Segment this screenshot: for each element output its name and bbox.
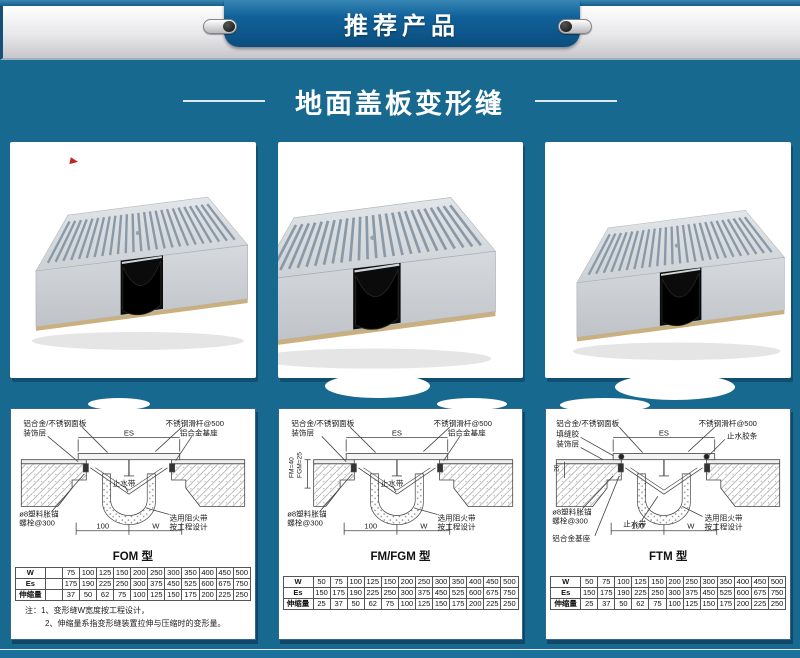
scan-artifact [560,398,650,412]
label-panel: 铝合金/不锈钢面板 [23,418,86,428]
label-fire: 按工程设计 [437,522,475,532]
label-fire: 按工程设计 [705,522,743,532]
label-base: 铝合金基座 [180,427,218,437]
red-cursor-mark [69,157,79,166]
expansion-joint-product-photo [573,210,786,361]
recommended-products-banner: 推荐产品 [224,0,580,47]
product-photo-panel-2[interactable] [277,142,524,378]
label-dim-100: 100 [96,522,109,531]
label-anchor: 螺栓@300 [287,518,323,528]
note-line-2: 2、伸缩量系指变形缝装置拉伸与压缩时的变形量。 [45,618,226,628]
fom-section-drawing: 铝合金/不锈钢面板 装饰层 ES 不锈钢滑杆@500 铝合金基座 止水带 ø8塑… [19,418,246,547]
diagram-panel-fm-fgm: 铝合金/不锈钢面板 装饰层 ES 不锈钢滑杆@500 铝合金基座 FM=40 F… [277,408,524,640]
label-waterstop: 止水带 [624,519,647,529]
diagram-panel-fom: 铝合金/不锈钢面板 装饰层 ES 不锈钢滑杆@500 铝合金基座 止水带 ø8塑… [10,408,256,640]
expansion-joint-product-photo [31,196,249,350]
label-fire: 选用阻火带 [705,513,743,523]
label-fire: 选用阻火带 [437,513,475,523]
label-dim-20: 20 [554,464,561,472]
banner-title: 推荐产品 [344,13,460,40]
label-finish: 装饰层 [557,438,580,448]
heading-rule-right [535,100,617,102]
label-anchor: 螺栓@300 [19,518,55,528]
diagram-panel-ftm: 铝合金/不锈钢面板 填缝胶 装饰层 ES 不锈钢滑杆@500 止水胶条 20 ø… [545,408,792,640]
clip-pin-icon [558,19,592,34]
label-dim-100: 100 [364,522,377,531]
ftm-section-drawing: 铝合金/不锈钢面板 填缝胶 装饰层 ES 不锈钢滑杆@500 止水胶条 20 ø… [553,418,781,543]
label-dim-100: 100 [632,522,645,531]
label-anchor: ø8塑料胀锚 [553,507,593,517]
label-rod: 不锈钢滑杆@500 [699,418,757,428]
label-caulk: 填缝胶 [557,428,580,438]
diagram-title-ftm: FTM 型 [649,551,688,563]
diagram-row: 铝合金/不锈钢面板 装饰层 ES 不锈钢滑杆@500 铝合金基座 止水带 ø8塑… [10,408,792,640]
label-anchor: 螺栓@300 [553,516,589,526]
note-line-1: 注：1、变形缝W宽度按工程设计， [25,606,149,615]
label-rod: 不锈钢滑杆@500 [165,418,223,428]
label-es: ES [659,428,669,437]
section-heading: 地面盖板变形缝 [0,78,800,124]
scan-artifact [615,374,735,400]
label-dim-w: W [688,522,696,531]
page-title: 地面盖板变形缝 [295,88,505,119]
product-photo-panel-3[interactable] [545,142,792,378]
label-anchor: ø8塑料胀锚 [287,509,327,519]
label-dim-w: W [152,522,160,531]
label-dim-w: W [420,522,428,531]
label-finish: 装饰层 [291,427,314,437]
scan-artifact [88,398,150,410]
label-rod: 不锈钢滑杆@500 [433,418,491,428]
product-photo-panel-1[interactable] [10,142,256,378]
scan-artifact [437,398,507,410]
label-fire: 按工程设计 [170,522,208,532]
fm-fgm-section-drawing: 铝合金/不锈钢面板 装饰层 ES 不锈钢滑杆@500 铝合金基座 FM=40 F… [287,418,513,547]
label-panel: 铝合金/不锈钢面板 [557,418,620,428]
label-fm: FM=40 [288,457,295,478]
label-base: 铝合金基座 [447,427,485,437]
label-waterstop: 止水带 [113,478,136,488]
diagram-title-fom: FOM 型 [112,551,153,563]
label-base: 铝合金基座 [553,533,591,543]
label-seal: 止水胶条 [727,430,758,440]
label-fire: 选用阻火带 [170,513,208,523]
label-waterstop: 止水带 [380,478,403,488]
scan-artifact [325,374,430,398]
product-photo-row [10,142,792,378]
label-fgm: FGM=25 [296,452,303,478]
label-es: ES [124,428,134,437]
diagram-notes: 注：1、变形缝W宽度按工程设计， 2、伸缩量系指变形缝装置拉伸与压缩时的变形量。 [25,605,255,631]
diagram-title-fm-fgm: FM/FGM 型 [370,551,431,563]
clip-pin-icon [203,19,237,34]
label-anchor: ø8塑料胀锚 [19,509,59,519]
footer-strip [0,649,800,658]
label-finish: 装饰层 [23,427,46,437]
expansion-joint-product-photo [277,197,496,369]
heading-rule-left [183,100,265,102]
label-panel: 铝合金/不锈钢面板 [291,418,354,428]
label-es: ES [392,428,402,437]
